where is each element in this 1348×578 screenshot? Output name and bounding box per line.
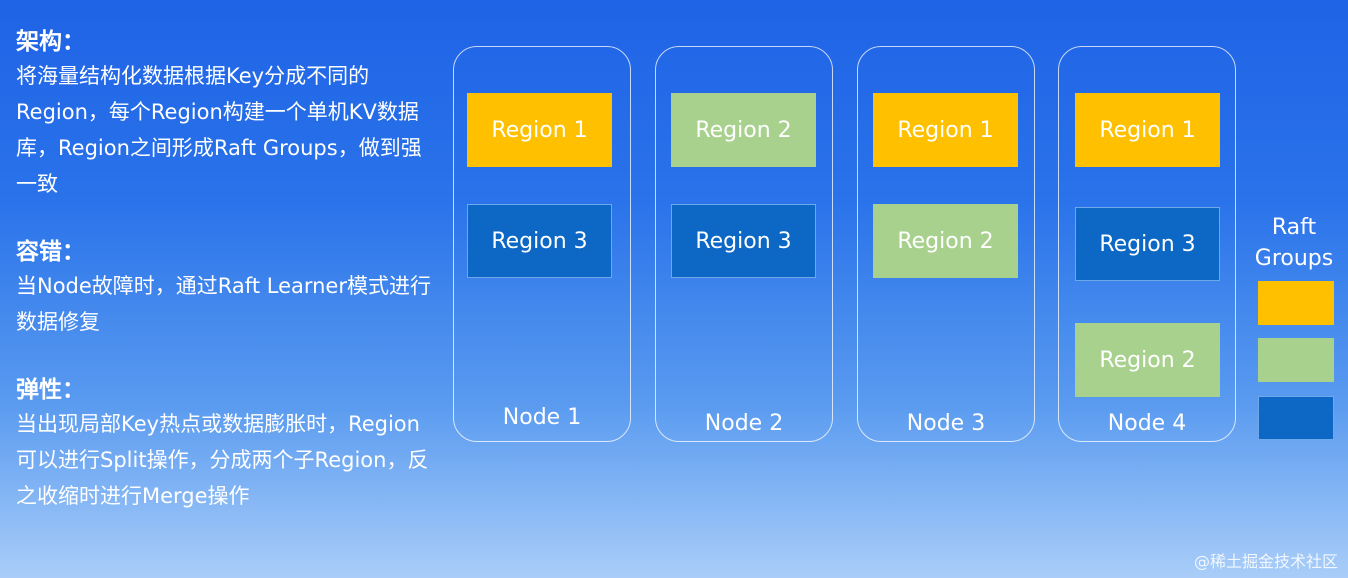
section-fault-tolerance: 容错： 当Node故障时，通过Raft Learner模式进行数据修复 xyxy=(16,236,436,340)
node-label: Node 2 xyxy=(704,411,784,436)
region-block: Region 2 xyxy=(873,204,1018,278)
region-block: Region 3 xyxy=(1075,207,1220,281)
section-title-elasticity: 弹性： xyxy=(16,377,85,403)
legend-swatch-yellow xyxy=(1258,281,1334,325)
node-4: Region 1 Region 3 Region 2 Node 4 xyxy=(1058,46,1236,442)
node-label: Node 1 xyxy=(502,405,582,430)
section-body-architecture: 将海量结构化数据根据Key分成不同的Region，每个Region构建一个单机K… xyxy=(16,64,422,196)
legend-title: Raft Groups xyxy=(1254,215,1334,271)
node-1: Region 1 Region 3 Node 1 xyxy=(453,46,631,442)
section-title-fault-tolerance: 容错： xyxy=(16,239,85,265)
node-label: Node 3 xyxy=(906,411,986,436)
section-architecture: 架构： 将海量结构化数据根据Key分成不同的Region，每个Region构建一… xyxy=(16,26,436,202)
watermark: @稀土掘金技术社区 xyxy=(1193,552,1338,571)
region-block: Region 3 xyxy=(467,204,612,278)
section-elasticity: 弹性： 当出现局部Key热点或数据膨胀时，Region可以进行Split操作，分… xyxy=(16,374,436,514)
region-block: Region 1 xyxy=(467,93,612,167)
region-block: Region 2 xyxy=(1075,323,1220,397)
section-body-elasticity: 当出现局部Key热点或数据膨胀时，Region可以进行Split操作，分成两个子… xyxy=(16,412,429,508)
section-body-fault-tolerance: 当Node故障时，通过Raft Learner模式进行数据修复 xyxy=(16,274,431,334)
region-block: Region 2 xyxy=(671,93,816,167)
region-block: Region 1 xyxy=(873,93,1018,167)
legend-swatch-green xyxy=(1258,338,1334,382)
node-label: Node 4 xyxy=(1107,411,1187,436)
text-panel: 架构： 将海量结构化数据根据Key分成不同的Region，每个Region构建一… xyxy=(16,26,436,548)
section-title-architecture: 架构： xyxy=(16,29,85,55)
region-block: Region 3 xyxy=(671,204,816,278)
region-block: Region 1 xyxy=(1075,93,1220,167)
node-2: Region 2 Region 3 Node 2 xyxy=(655,46,833,442)
legend-swatch-blue xyxy=(1258,396,1334,440)
node-3: Region 1 Region 2 Node 3 xyxy=(857,46,1035,442)
